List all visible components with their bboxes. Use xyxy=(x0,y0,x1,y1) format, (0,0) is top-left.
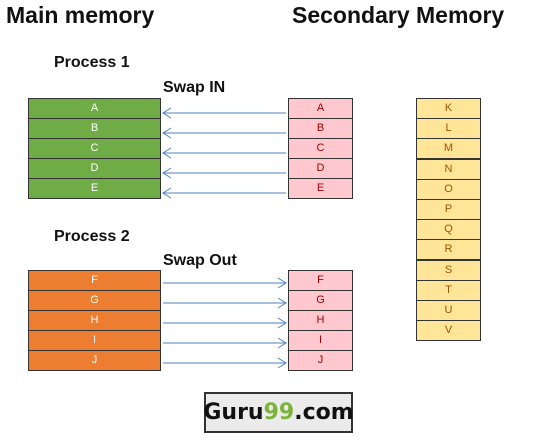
swap-out-arrow xyxy=(163,297,287,309)
swap-out-arrow xyxy=(163,357,287,369)
swap-out-arrow xyxy=(163,337,287,349)
swap-in-label: Swap IN xyxy=(163,79,226,96)
process1-label: Process 1 xyxy=(54,54,130,71)
process2-main-cell: J xyxy=(28,350,161,371)
logo-prefix: Guru xyxy=(203,400,264,425)
logo-number: 99 xyxy=(263,400,295,425)
secondary-memory-cell: V xyxy=(416,320,481,341)
secondary-memory-cell: R xyxy=(416,239,481,260)
swap-in-arrow xyxy=(162,127,286,139)
process2-secondary-cell: J xyxy=(288,350,353,371)
process1-secondary-cell: A xyxy=(288,98,353,119)
swap-in-arrow xyxy=(162,107,286,119)
secondary-memory-cell: Q xyxy=(416,219,481,240)
secondary-memory-cell: M xyxy=(416,138,481,159)
main-memory-title: Main memory xyxy=(6,2,155,28)
process1-secondary-cell: E xyxy=(288,178,353,199)
swap-out-label: Swap Out xyxy=(163,252,237,269)
logo-suffix: .com xyxy=(294,400,354,425)
swap-in-arrow xyxy=(162,187,286,199)
swap-out-arrow xyxy=(163,317,287,329)
process1-main-cell: E xyxy=(28,178,161,199)
swap-in-arrow xyxy=(162,167,286,179)
swap-in-arrow xyxy=(162,147,286,159)
secondary-memory-title: Secondary Memory xyxy=(292,2,505,28)
process2-label: Process 2 xyxy=(54,228,130,245)
swap-out-arrow xyxy=(163,277,287,289)
